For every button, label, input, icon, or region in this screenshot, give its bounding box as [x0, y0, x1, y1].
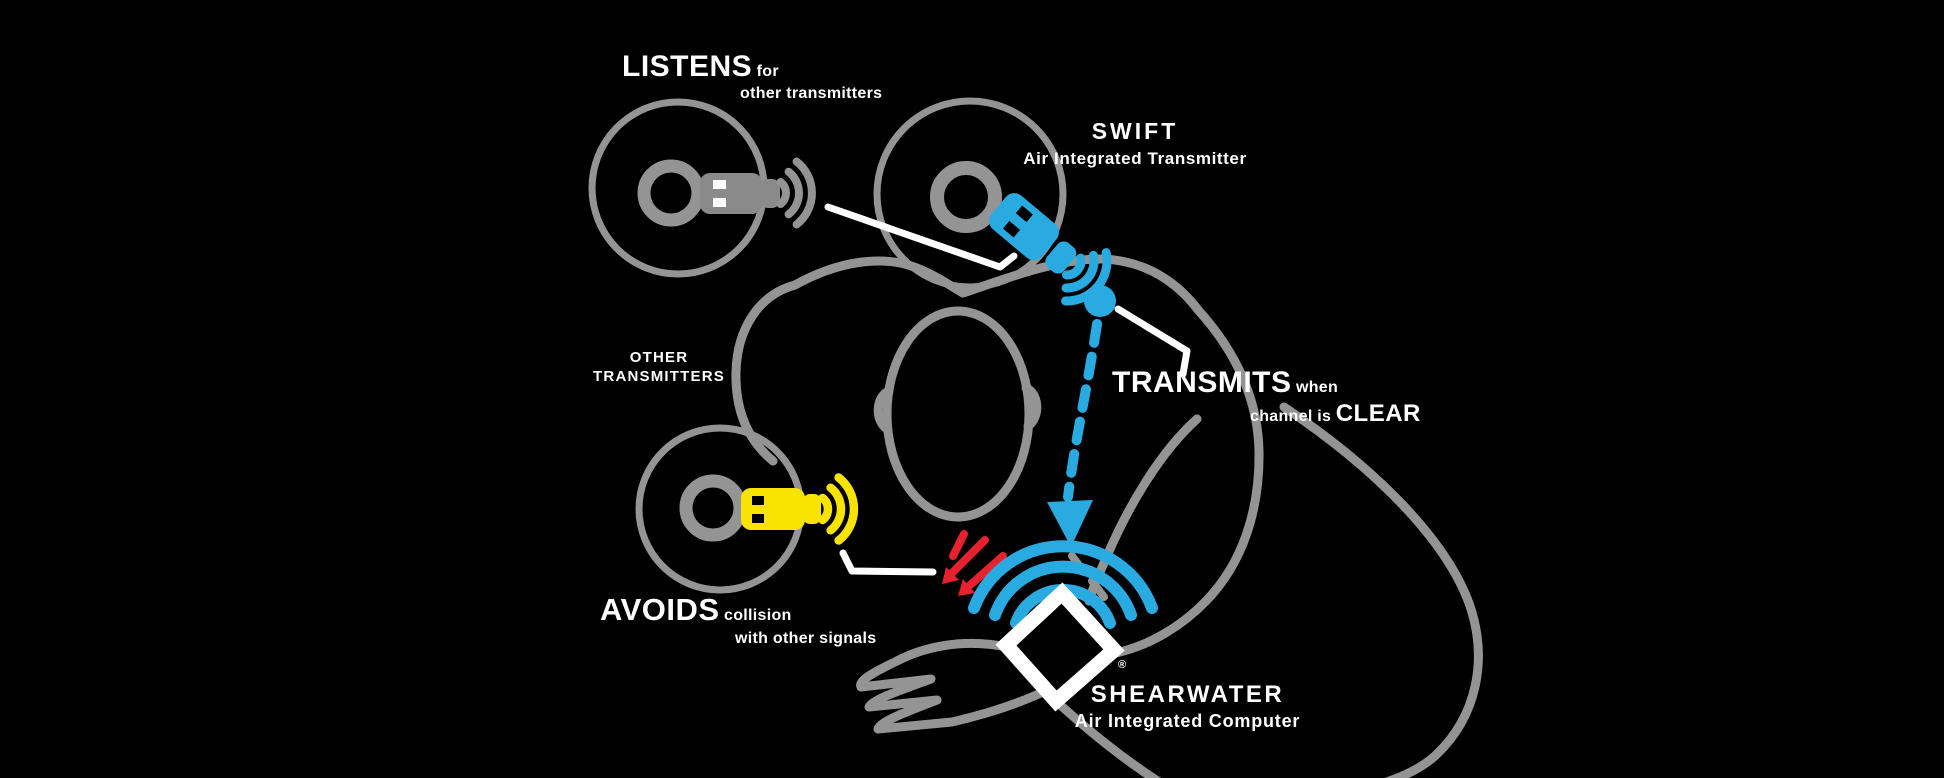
transmits-line2-small: channel is — [1250, 408, 1332, 425]
avoid-tank-icon — [635, 424, 859, 594]
swift-tank-icon — [873, 97, 1112, 306]
shearwater-subtitle: Air Integrated Computer — [1074, 711, 1301, 731]
diver-right-ear — [1021, 383, 1042, 431]
label-transmits: TRANSMITS when channel is CLEAR — [1112, 366, 1421, 428]
listens-small: for — [756, 63, 779, 80]
diver-left-shoulder-line — [731, 280, 800, 466]
dive-computer-diamond-icon — [995, 582, 1125, 712]
tank-body-circle — [873, 97, 1067, 291]
tank-valve-ring — [637, 159, 705, 227]
arrowhead — [1047, 500, 1093, 547]
gray-signal-waves-icon — [776, 157, 816, 229]
collision-burst-icon — [942, 530, 1007, 596]
avoids-small: collision — [724, 607, 792, 624]
shearwater-title: SHEARWATER — [1090, 681, 1285, 708]
tank-valve-ring — [930, 161, 1002, 233]
avoids-line2: with other signals — [735, 630, 877, 647]
gray-transmitter-icon — [700, 173, 780, 214]
registered-trademark: ® — [1118, 659, 1126, 671]
diver-outer-arm-sweep — [1279, 402, 1483, 778]
diver-left-ear — [873, 386, 894, 434]
yellow-signal-waves-icon — [818, 473, 859, 545]
diver-hand-outline — [856, 638, 1050, 734]
label-listens: LISTENS for other transmitters — [622, 50, 882, 103]
label-avoids: AVOIDS collision with other signals — [600, 592, 876, 648]
dashed-transmission-arrow-icon — [1047, 319, 1102, 547]
transmits-title: TRANSMITS — [1112, 366, 1292, 399]
leader-line-avoids — [839, 549, 937, 576]
listens-line2: other transmitters — [740, 85, 883, 102]
label-shearwater: SHEARWATER Air Integrated Computer — [1040, 681, 1335, 732]
transmits-line2-big: CLEAR — [1335, 400, 1421, 427]
other-transmitters-line2: TRANSMITTERS — [593, 368, 725, 385]
leader-line-transmits — [1114, 305, 1191, 378]
diver-head-outline — [882, 306, 1034, 522]
label-swift: SWIFT Air Integrated Transmitter — [990, 118, 1280, 169]
other-transmitters-line1: OTHER — [629, 349, 689, 366]
leader-line-listens — [824, 203, 1018, 271]
yellow-transmitter-icon — [741, 488, 821, 530]
listens-title: LISTENS — [622, 50, 753, 83]
signal-dot-icon — [1084, 285, 1116, 317]
label-other-transmitters: OTHER TRANSMITTERS — [578, 348, 740, 386]
transmits-small: when — [1295, 379, 1339, 396]
tank-listening-icon — [588, 98, 816, 278]
swift-transmitter-icon — [989, 193, 1077, 274]
swift-title: SWIFT — [1091, 118, 1179, 144]
swift-subtitle: Air Integrated Transmitter — [1023, 149, 1247, 168]
tank-valve-ring — [679, 474, 747, 542]
avoids-title: AVOIDS — [600, 592, 720, 627]
